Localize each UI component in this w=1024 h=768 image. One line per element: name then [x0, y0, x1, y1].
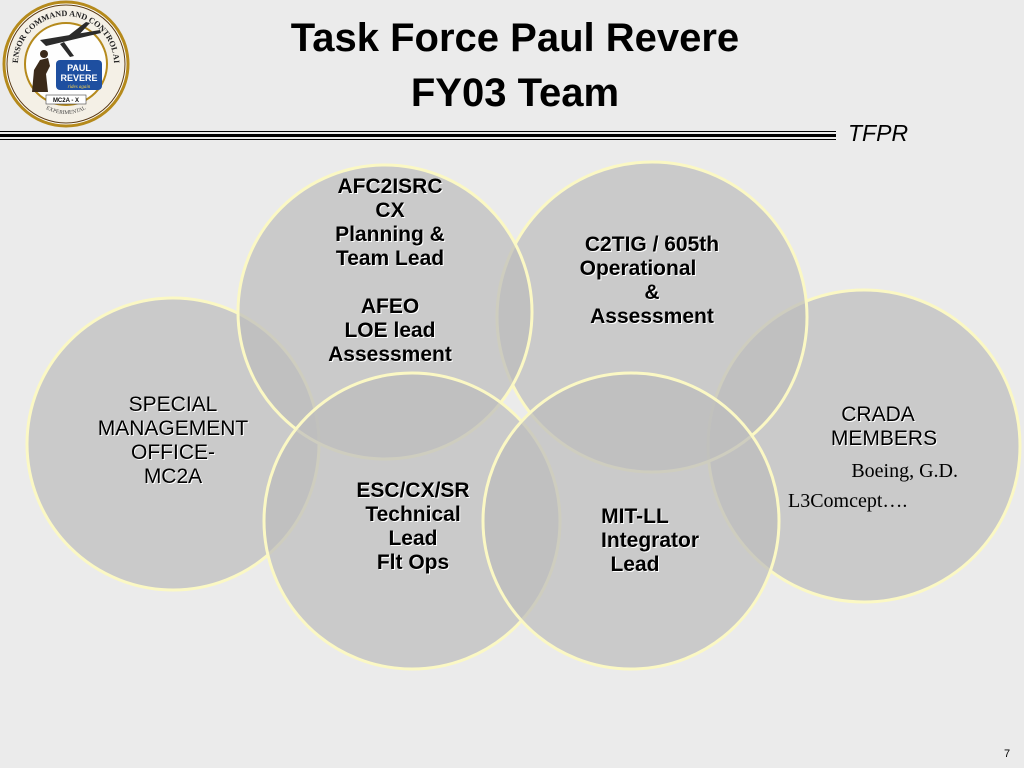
logo-revere-text: REVERE — [60, 73, 97, 83]
afc2isrc-line-3: Planning & — [335, 223, 445, 246]
crada-members-list: Boeing, G.D. L3Comcept…. — [782, 456, 958, 516]
esc-line-2: Technical — [365, 503, 461, 526]
crada-member-1: Boeing, G.D. — [851, 460, 958, 482]
header-tag: TFPR — [848, 120, 909, 146]
crada-line-1: CRADA — [841, 403, 915, 426]
svg-text:EXPERIMENTAL: EXPERIMENTAL — [45, 105, 87, 116]
special-management-label: SPECIAL MANAGEMENT OFFICE- MC2A — [60, 393, 286, 489]
esc-label: ESC/CX/SR Technical Lead Flt Ops — [298, 479, 528, 575]
circle-mit-ll — [481, 371, 781, 671]
page-number: 7 — [1004, 748, 1011, 760]
special-management-line-1: SPECIAL — [128, 393, 218, 416]
c2tig-label: C2TIG / 605th Operational & Assessment — [532, 233, 772, 329]
afc2isrc-label: AFC2ISRC CX Planning & Team Lead AFEO LO… — [255, 175, 525, 367]
c2tig-line-4: Assessment — [590, 305, 714, 328]
afc2isrc-line-8: Assessment — [328, 343, 452, 366]
crada-label: CRADA MEMBERS — [780, 403, 980, 451]
c2tig-line-1: C2TIG / 605th — [584, 233, 720, 256]
c2tig-line-3: & — [644, 281, 660, 304]
slide-title-line-1: Task Force Paul Revere — [290, 16, 740, 60]
c2tig-line-2: Operational — [579, 257, 697, 280]
esc-line-3: Lead — [388, 527, 438, 550]
logo-bottom-text: EXPERIMENTAL — [45, 105, 87, 116]
logo-paul-text: PAUL — [67, 63, 91, 73]
special-management-line-2: MANAGEMENT — [97, 417, 249, 440]
esc-line-1: ESC/CX/SR — [356, 479, 470, 502]
header-rule-bottom — [0, 139, 836, 140]
paul-revere-logo: MULTI-SENSOR COMMAND AND CONTROL AIRCRAF… — [2, 0, 130, 128]
afc2isrc-line-7: LOE lead — [344, 319, 436, 342]
header-rule-thick — [0, 134, 836, 137]
slide-title-line-2: FY03 Team — [410, 71, 620, 115]
afc2isrc-line-1: AFC2ISRC — [337, 175, 443, 198]
special-management-line-3: OFFICE- — [131, 441, 215, 464]
afc2isrc-line-4: Team Lead — [335, 247, 445, 270]
logo-tagline: rides again — [68, 85, 91, 90]
esc-line-4: Flt Ops — [376, 551, 450, 574]
afc2isrc-spacer — [255, 271, 525, 295]
afc2isrc-line-2: CX — [375, 199, 405, 222]
afc2isrc-line-6: AFEO — [360, 295, 420, 318]
crada-member-2: L3Comcept…. — [788, 490, 908, 512]
header-rule-top — [0, 131, 836, 132]
logo-designation: MC2A - X — [53, 98, 79, 104]
mit-ll-label: MIT-LL Integrator Lead — [540, 505, 740, 577]
mit-ll-line-3: Lead — [610, 553, 660, 576]
mit-ll-line-2: Integrator — [600, 529, 699, 552]
crada-line-2: MEMBERS — [830, 427, 938, 450]
mit-ll-line-1: MIT-LL — [601, 505, 669, 528]
special-management-line-4: MC2A — [143, 465, 203, 488]
